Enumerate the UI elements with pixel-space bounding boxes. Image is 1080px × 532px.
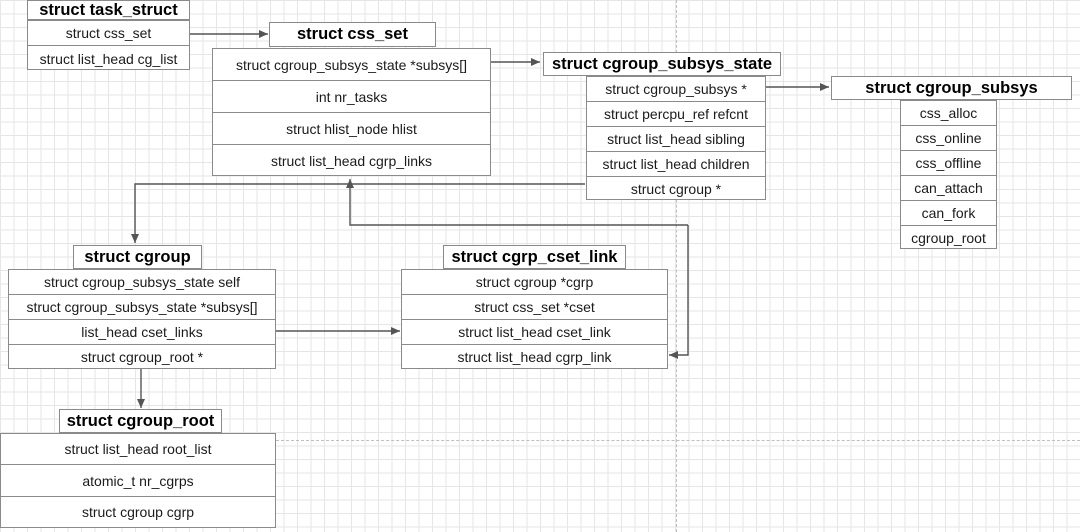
css-set-field: struct hlist_node hlist — [213, 113, 490, 145]
css-set-box: struct cgroup_subsys_state *subsys[] int… — [212, 48, 491, 176]
css-set-field: int nr_tasks — [213, 81, 490, 113]
cgroup-root-field: struct cgroup cgrp — [81, 504, 195, 520]
task-struct-box: struct css_set struct list_head cg_list — [27, 20, 190, 70]
cgroup-subsys-field: can_attach — [901, 176, 996, 201]
css-set-field: struct cgroup_subsys_state *subsys[] — [213, 49, 490, 81]
arrow-cgroup-ptr-to-cgroup — [131, 183, 585, 243]
cgrp-cset-link-box: struct cgroup *cgrp struct css_set *cset… — [401, 269, 668, 369]
cgroup-subsys-state-field: struct list_head children — [587, 152, 765, 177]
cgroup-field: struct cgroup_subsys_state *subsys[] — [9, 295, 275, 320]
cgroup-root-field: atomic_t nr_cgrps — [1, 465, 275, 497]
task-struct-title: struct task_struct — [27, 0, 190, 20]
cgroup-subsys-box: css_alloc css_online css_offline can_att… — [900, 100, 997, 249]
task-struct-field: struct css_set — [28, 21, 189, 46]
css-set-title: struct css_set — [269, 22, 436, 47]
cgroup-subsys-field: css_alloc — [901, 101, 996, 126]
cgroup-field: struct cgroup_subsys_state self — [9, 270, 275, 295]
cgroup-subsys-title: struct cgroup_subsys — [831, 76, 1072, 100]
cgrp-cset-link-title: struct cgrp_cset_link — [443, 245, 626, 269]
cgroup-subsys-field: css_offline — [901, 151, 996, 176]
cgroup-root-box: struct list_head root_list atomic_t nr_c… — [0, 433, 276, 528]
cgrp-cset-link-field: struct cgroup *cgrp — [402, 270, 667, 295]
cgroup-subsys-state-field: struct percpu_ref refcnt — [587, 102, 765, 127]
cgrp-cset-link-field: struct list_head cgrp_link — [457, 348, 612, 365]
cgroup-root-field: struct list_head root_list — [1, 434, 275, 465]
cgroup-subsys-field: css_online — [901, 126, 996, 151]
cgroup-field: struct cgroup_root * — [80, 348, 204, 365]
css-set-field: struct list_head cgrp_links — [270, 153, 433, 169]
cgroup-field: list_head cset_links — [9, 320, 275, 345]
arrow-cgrp-links-to-cgrp-link — [669, 225, 689, 359]
arrow-cgrp-link-to-cgrp-links — [346, 179, 688, 226]
cgroup-subsys-field: cgroup_root — [911, 230, 986, 246]
cgroup-subsys-state-box: struct cgroup_subsys * struct percpu_ref… — [586, 76, 766, 200]
cgroup-box: struct cgroup_subsys_state self struct c… — [8, 269, 276, 369]
guide-line-horizontal — [276, 440, 1080, 441]
task-struct-field: struct list_head cg_list — [39, 50, 178, 67]
cgroup-subsys-state-field: struct list_head sibling — [587, 127, 765, 152]
cgroup-subsys-field: can_fork — [901, 201, 996, 226]
cgroup-subsys-state-field: struct cgroup * — [630, 181, 722, 197]
cgroup-root-title: struct cgroup_root — [59, 409, 222, 433]
cgrp-cset-link-field: struct css_set *cset — [402, 295, 667, 320]
cgroup-subsys-state-title: struct cgroup_subsys_state — [543, 52, 781, 76]
guide-line-vertical — [676, 0, 677, 532]
cgroup-subsys-state-field: struct cgroup_subsys * — [587, 77, 765, 102]
cgroup-title: struct cgroup — [73, 245, 202, 269]
cgrp-cset-link-field: struct list_head cset_link — [402, 320, 667, 345]
